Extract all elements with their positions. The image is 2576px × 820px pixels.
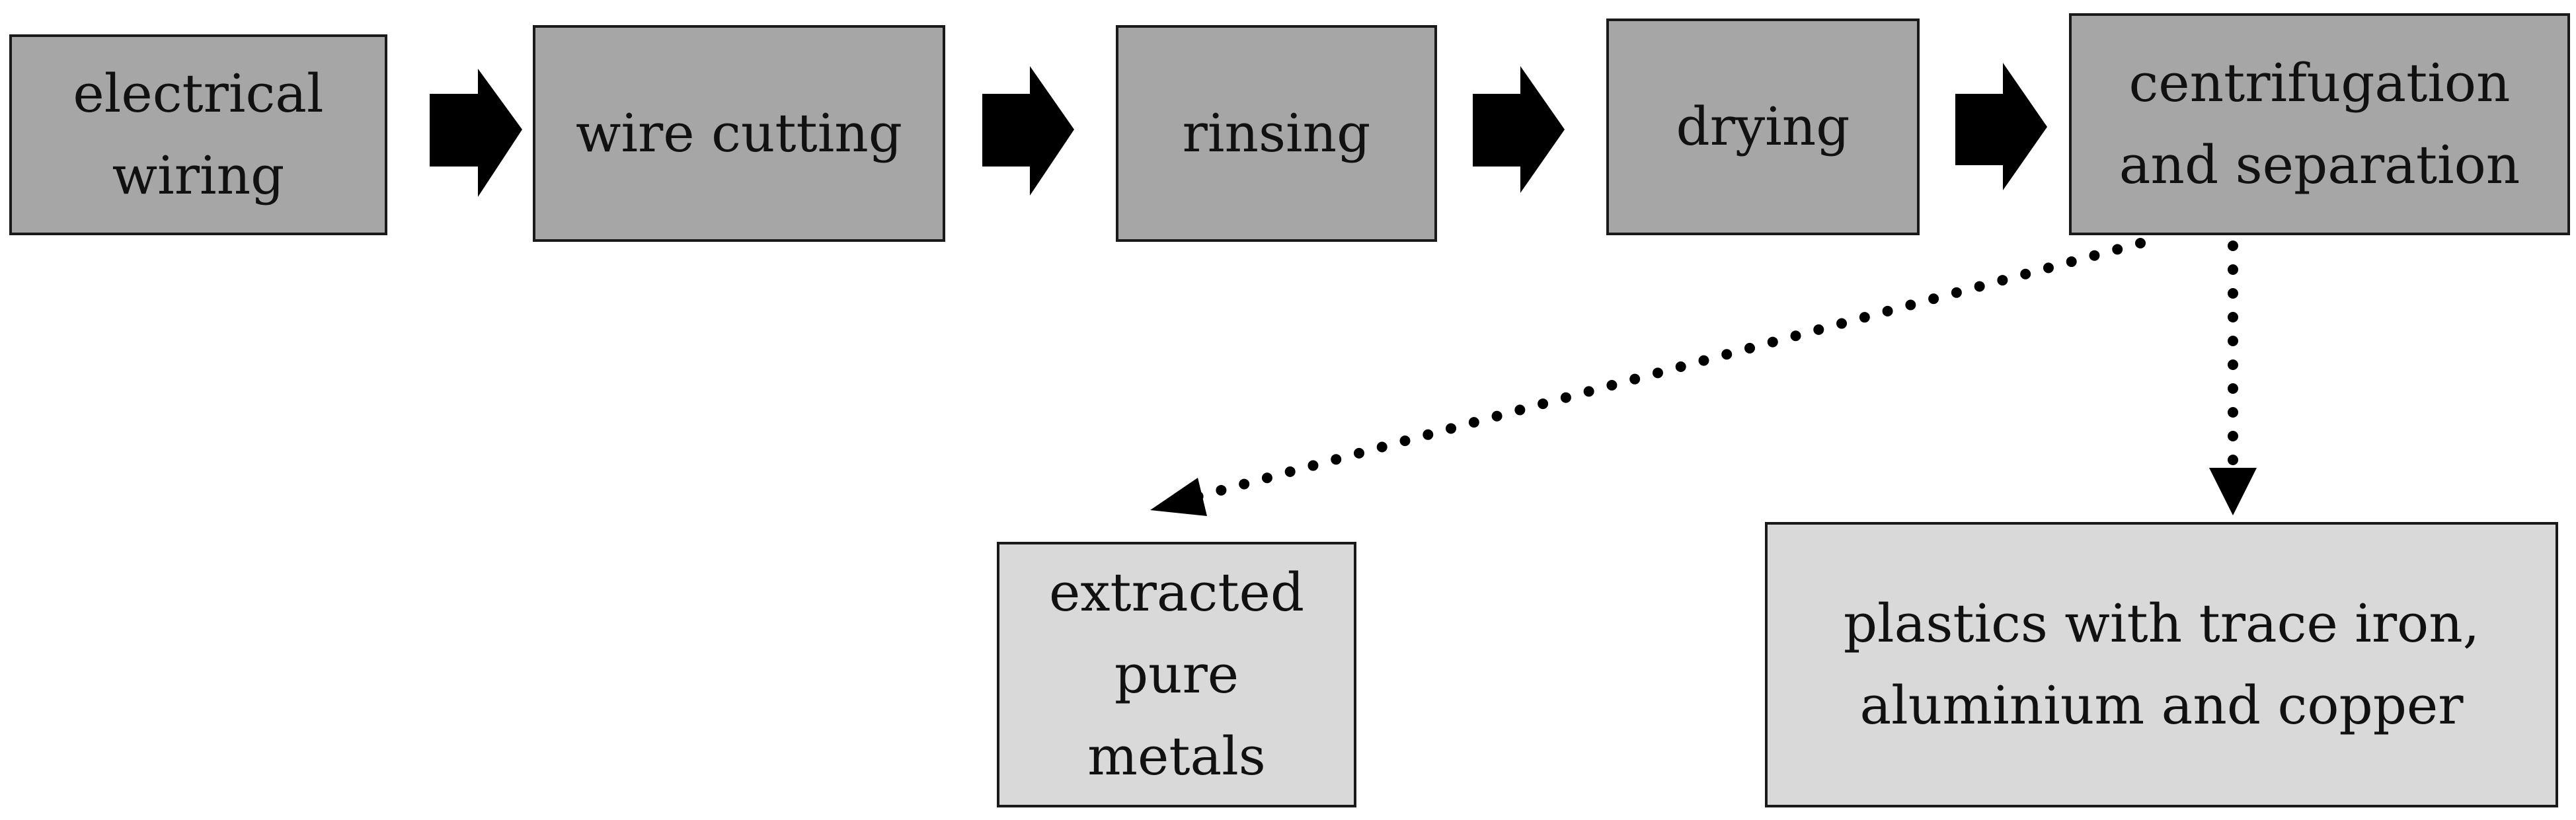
flow-arrow-1 [430,69,522,197]
step-label: electrical wiring [73,63,324,206]
output-label: extracted pure metals [1048,562,1305,787]
step-drying: drying [1606,19,1920,235]
output-extracted-pure-metals: extracted pure metals [997,542,1356,807]
flow-arrow-4 [1955,63,2047,190]
step-rinsing: rinsing [1116,25,1437,242]
flow-arrow-2 [982,66,1074,196]
arrowhead-plastics [2209,468,2257,515]
dotted-connector-metals [1191,238,2146,502]
step-label: rinsing [1182,102,1371,164]
step-electrical-wiring: electrical wiring [9,34,387,235]
step-centrifugation-separation: centrifugation and separation [2069,13,2570,235]
output-label: plastics with trace iron, aluminium and … [1843,593,2480,736]
step-label: wire cutting [575,102,903,164]
arrowhead-metals [1150,478,1207,516]
step-label: centrifugation and separation [2119,52,2520,196]
output-plastics-trace-metals: plastics with trace iron, aluminium and … [1765,522,2558,807]
step-label: drying [1676,96,1850,157]
step-wire-cutting: wire cutting [533,25,945,242]
flow-arrow-3 [1473,66,1565,193]
